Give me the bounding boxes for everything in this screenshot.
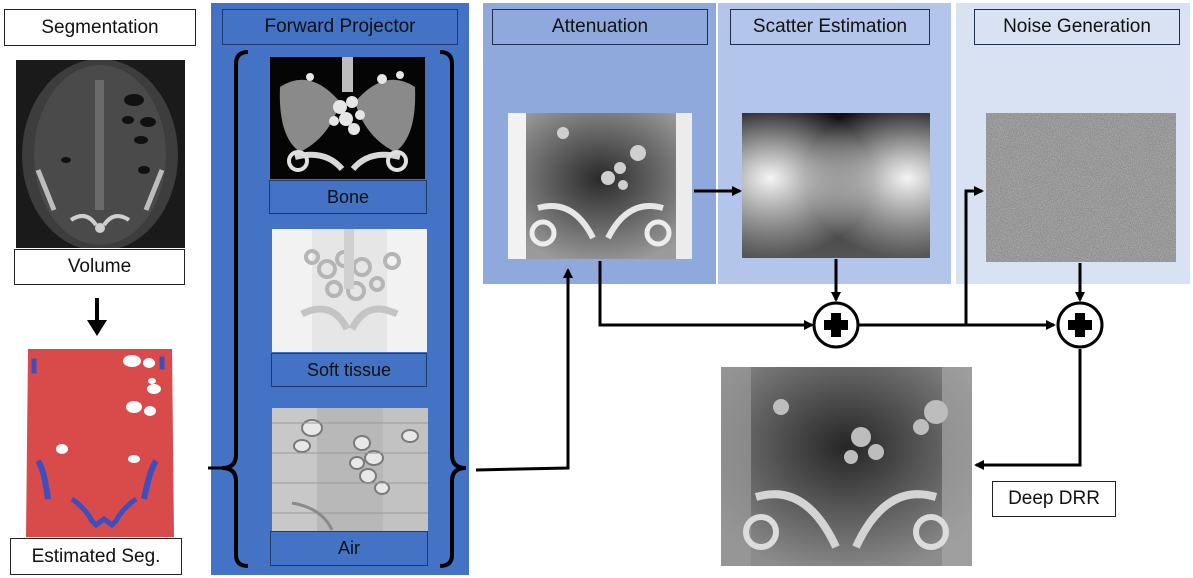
noise-generation-label: Noise Generation bbox=[974, 9, 1180, 45]
deep-drr-output-image bbox=[721, 367, 972, 566]
deep-drr-label: Deep DRR bbox=[992, 481, 1116, 517]
forward-projector-label: Forward Projector bbox=[222, 9, 458, 45]
segmentation-label: Segmentation bbox=[4, 9, 196, 46]
arrow-icon bbox=[598, 261, 814, 330]
scatter-estimation-label: Scatter Estimation bbox=[730, 9, 930, 45]
air-label: Air bbox=[270, 531, 428, 566]
noise-image bbox=[986, 113, 1176, 262]
estimated-seg-label: Estimated Seg. bbox=[10, 538, 182, 575]
attenuation-image bbox=[508, 113, 692, 259]
plus-circle-icon bbox=[812, 301, 860, 349]
ct-volume-image bbox=[16, 60, 185, 248]
plus-circle-icon bbox=[1056, 301, 1104, 349]
scatter-estimate-image bbox=[742, 113, 930, 258]
volume-label: Volume bbox=[14, 249, 185, 285]
bone-label: Bone bbox=[269, 180, 427, 214]
arrow-icon bbox=[87, 298, 107, 336]
soft-tissue-projection-image bbox=[272, 229, 427, 352]
bone-projection-image bbox=[270, 57, 425, 179]
estimated-segmentation-image bbox=[24, 349, 176, 537]
soft-tissue-label: Soft tissue bbox=[271, 353, 427, 387]
air-projection-image bbox=[272, 408, 428, 532]
arrow-icon bbox=[475, 268, 573, 472]
attenuation-label: Attenuation bbox=[492, 9, 708, 45]
arrow-icon bbox=[974, 349, 1082, 470]
arrow-icon bbox=[964, 186, 984, 325]
curly-bracket-icon bbox=[221, 50, 249, 568]
curly-bracket-icon bbox=[439, 50, 467, 568]
